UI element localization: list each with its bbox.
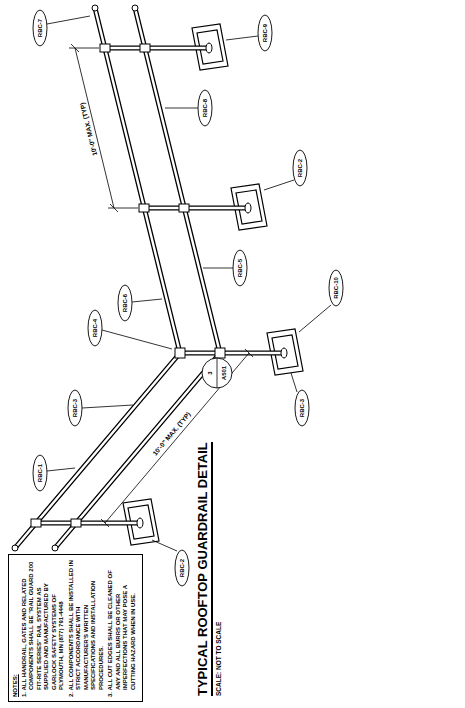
notes-box: NOTES:1. ALL HANDRAIL, GATES AND RELATED… (8, 554, 143, 702)
dimension-text: 10'-0" MAX. (TYP) (79, 101, 99, 157)
rail-base (123, 24, 303, 545)
drawing-title: TYPICAL ROOFTOP GUARDRAIL DETAIL (196, 442, 213, 696)
callout-number: RBC-3 (299, 399, 305, 417)
note-item: 1. ALL HANDRAIL, GATES AND RELATED COMPO… (21, 559, 66, 697)
notes-heading: NOTES: (12, 559, 20, 697)
callout-number: RBC-9 (262, 24, 268, 42)
dimension-lines (69, 44, 253, 527)
leader-lines (47, 16, 331, 551)
callout-number: RBC-7 (37, 19, 43, 37)
rail-fittings (12, 5, 287, 551)
callout-number: RBC-3 (72, 399, 78, 417)
callout-number: RBC-5 (237, 259, 243, 277)
callout-number: RBC-2 (179, 559, 185, 577)
guardrail-pipes (15, 8, 283, 548)
note-item: 2. ALL COMPONENTS SHALL BE INSTALLED IN … (68, 559, 106, 697)
note-item: 3. ALL CUT EDGES SHALL BE CLEANED OF ANY… (107, 559, 137, 697)
sheet-number: A501 (221, 366, 227, 380)
callout-number: RBC-8 (202, 99, 208, 117)
callout-number: RBC-2 (297, 159, 303, 177)
callout-number: RBC-10 (333, 277, 339, 299)
detail-number: 3 (207, 371, 213, 374)
dimension-text: 10'-0" MAX. (TYP) (152, 410, 193, 457)
scale-note: SCALE: NOT TO SCALE (216, 622, 223, 696)
callout-number: RBC-4 (92, 319, 98, 337)
callout-bubbles (33, 10, 343, 586)
callout-number: RBC-6 (122, 294, 128, 312)
callout-number: RBC-1 (37, 464, 43, 482)
detail-reference (202, 358, 232, 388)
